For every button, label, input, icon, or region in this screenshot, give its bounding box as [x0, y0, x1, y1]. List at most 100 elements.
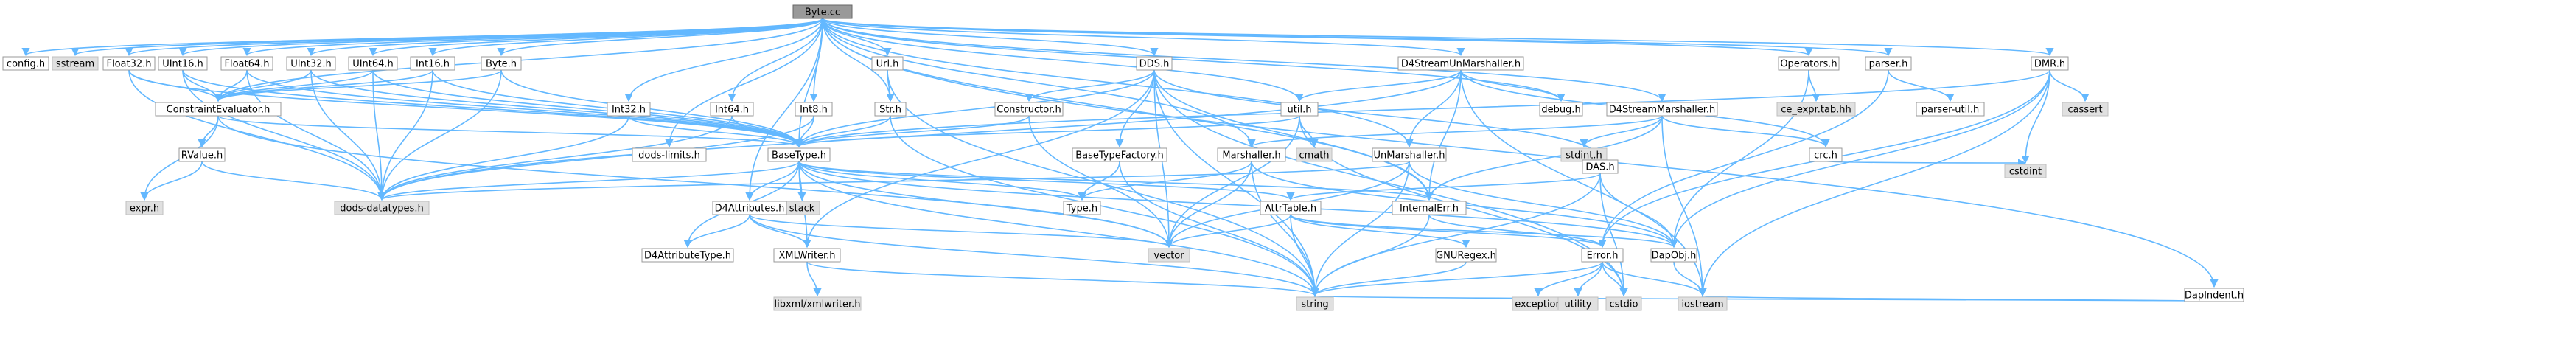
node-box — [1296, 147, 1333, 162]
node-label: DAS.h — [1585, 162, 1614, 173]
edge-rvalue_h-to-dodsdt_h — [201, 161, 386, 201]
node-constructor_h[interactable]: Constructor.h — [994, 102, 1064, 117]
node-label: dods-limits.h — [638, 150, 700, 161]
node-box — [773, 296, 862, 311]
node-uint16_h[interactable]: UInt16.h — [158, 56, 208, 71]
node-float32_h[interactable]: Float32.h — [102, 56, 156, 71]
node-dodsdt_h: dods-datatypes.h — [334, 201, 430, 215]
node-xmlwriter_h[interactable]: XMLWriter.h — [773, 248, 841, 263]
node-float64_h[interactable]: Float64.h — [220, 56, 273, 71]
node-parser_h[interactable]: parser.h — [1865, 56, 1912, 71]
edge-byte_cc-to-dds_h — [822, 18, 1159, 57]
edge-d4sm_h-to-internalerr_h — [1425, 115, 1663, 201]
node-operators_h[interactable]: Operators.h — [1778, 56, 1840, 71]
node-byte_h[interactable]: Byte.h — [481, 56, 522, 71]
edge-basetype_h-to-vector — [798, 161, 1173, 249]
node-d4sum_h[interactable]: D4StreamUnMarshaller.h — [1397, 56, 1524, 71]
edge-byte_h-to-dodsdt_h — [377, 69, 502, 201]
node-d4attrtype_h[interactable]: D4AttributeType.h — [641, 248, 734, 263]
node-box — [874, 102, 907, 117]
node-box — [773, 248, 841, 263]
node-int8_h[interactable]: Int8.h — [795, 102, 833, 117]
edge-dds_h-to-string — [1153, 69, 1319, 297]
node-box — [792, 4, 853, 19]
edge-dmr_h-to-cstdint — [2021, 69, 2050, 164]
edge-dapobj_h-to-iostream — [1673, 261, 1707, 297]
node-d4sm_h[interactable]: D4StreamMarshaller.h — [1606, 102, 1718, 117]
node-marshaller_h[interactable]: Marshaller.h — [1217, 147, 1286, 162]
node-box — [1606, 102, 1718, 117]
edge-dds_h-to-xmlwriter_h — [803, 69, 1155, 249]
node-str_h[interactable]: Str.h — [874, 102, 907, 117]
node-label: exception — [1515, 299, 1562, 310]
node-internalerr_h[interactable]: InternalErr.h — [1392, 201, 1467, 215]
node-dapindent_h[interactable]: DapIndent.h — [2184, 288, 2244, 302]
node-box — [2004, 164, 2047, 178]
node-unmarshaller_h[interactable]: UnMarshaller.h — [1372, 147, 1447, 162]
node-consteval_h[interactable]: ConstraintEvaluator.h — [155, 102, 282, 117]
node-label: D4AttributeType.h — [644, 251, 731, 262]
node-cmath: cmath — [1296, 147, 1333, 162]
node-dmr_h[interactable]: DMR.h — [2031, 56, 2069, 71]
node-box — [1809, 147, 1843, 162]
node-exception: exception — [1512, 296, 1565, 311]
node-box — [1650, 248, 1697, 263]
node-basetype_h[interactable]: BaseType.h — [767, 147, 831, 162]
node-box — [348, 56, 398, 71]
edge-xmlwriter_h-to-string — [806, 261, 1319, 297]
node-label: stack — [789, 204, 815, 215]
node-iostream: iostream — [1678, 296, 1728, 311]
node-parserutil_h[interactable]: parser-util.h — [1916, 102, 1985, 117]
node-uint32_h[interactable]: UInt32.h — [286, 56, 336, 71]
node-dds_h[interactable]: DDS.h — [1136, 56, 1173, 71]
node-gnuregex_h[interactable]: GNURegex.h — [1435, 248, 1497, 263]
node-rvalue_h[interactable]: RValue.h — [178, 147, 226, 162]
node-int16_h[interactable]: Int16.h — [410, 56, 455, 71]
edge-uint64_h-to-dodsdt_h — [372, 69, 386, 201]
node-doddslimits_h[interactable]: dods-limits.h — [632, 147, 707, 162]
node-label: XMLWriter.h — [778, 251, 835, 262]
node-dapobj_h[interactable]: DapObj.h — [1650, 248, 1697, 263]
edge-parser_h-to-error_h — [1598, 69, 1889, 249]
node-box — [1539, 102, 1583, 117]
edge-byte_cc-to-float32_h — [125, 18, 823, 57]
edge-dmr_h-to-cassert — [2049, 69, 2090, 102]
node-libxml_h: libxml/xmlwriter.h — [773, 296, 862, 311]
node-url_h[interactable]: Url.h — [871, 56, 904, 71]
node-debug_h[interactable]: debug.h — [1539, 102, 1583, 117]
node-util_h[interactable]: util.h — [1280, 102, 1319, 117]
node-label: cassert — [2067, 105, 2102, 116]
node-int32_h[interactable]: Int32.h — [607, 102, 651, 117]
node-label: parser-util.h — [1921, 105, 1979, 116]
node-box — [286, 56, 336, 71]
node-box — [1063, 201, 1101, 215]
node-das_h[interactable]: DAS.h — [1582, 159, 1619, 174]
edge-error_h-to-exception — [1534, 261, 1603, 297]
edge-gnuregex_h-to-string — [1310, 261, 1467, 297]
node-config_h[interactable]: config.h — [2, 56, 49, 71]
node-type_h[interactable]: Type.h — [1063, 201, 1101, 215]
node-attrtable_h[interactable]: AttrTable.h — [1260, 201, 1322, 215]
node-utility: utility — [1557, 296, 1599, 311]
node-box — [158, 56, 208, 71]
node-box — [1778, 56, 1840, 71]
node-btfactory_h[interactable]: BaseTypeFactory.h — [1072, 147, 1167, 162]
edge-marshaller_h-to-vector — [1165, 161, 1252, 249]
node-label: stdint.h — [1566, 150, 1602, 161]
node-label: UInt64.h — [352, 59, 394, 70]
edge-int8_h-to-dodsdt_h — [377, 115, 814, 201]
node-d4attrs_h[interactable]: D4Attributes.h — [712, 201, 787, 215]
node-error_h[interactable]: Error.h — [1581, 248, 1624, 263]
edge-error_h-to-utility — [1574, 261, 1603, 297]
node-label: UnMarshaller.h — [1373, 150, 1445, 161]
node-label: Type.h — [1066, 204, 1097, 215]
node-crc_h[interactable]: crc.h — [1809, 147, 1843, 162]
node-ceexpr_h: ce_expr.tab.hh — [1776, 102, 1856, 117]
node-uint64_h[interactable]: UInt64.h — [348, 56, 398, 71]
node-label: crc.h — [1814, 150, 1837, 161]
edge-d4attrs_h-to-d4attrtype_h — [683, 214, 750, 249]
edge-byte_h-to-consteval_h — [214, 69, 502, 102]
node-int64_h[interactable]: Int64.h — [710, 102, 754, 117]
